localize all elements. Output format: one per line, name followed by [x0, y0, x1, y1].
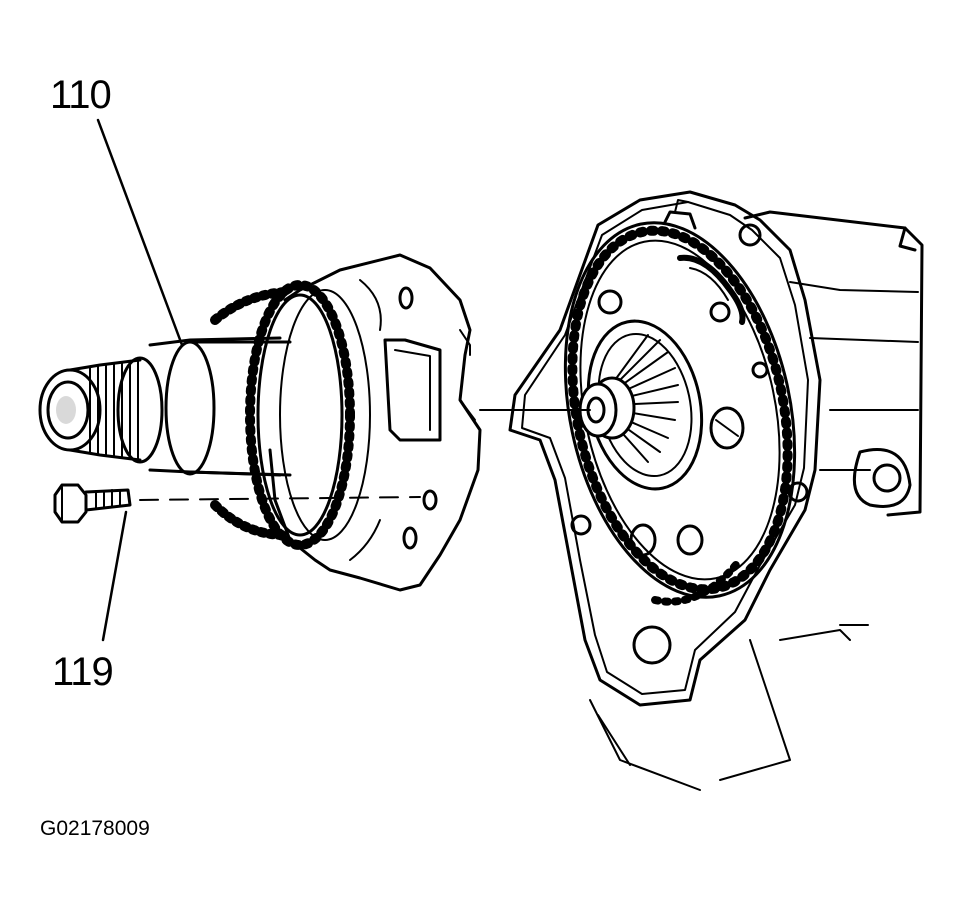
callout-119: 119 [52, 650, 114, 694]
alignment-lines [139, 409, 591, 501]
callout-110: 110 [50, 73, 112, 117]
transmission-case [589, 210, 924, 791]
bolt-119 [53, 483, 132, 524]
leader-lines [96, 118, 184, 642]
differential-carrier [508, 190, 822, 707]
differential-case-110 [38, 253, 482, 592]
figure-id: G02178009 [40, 817, 150, 840]
